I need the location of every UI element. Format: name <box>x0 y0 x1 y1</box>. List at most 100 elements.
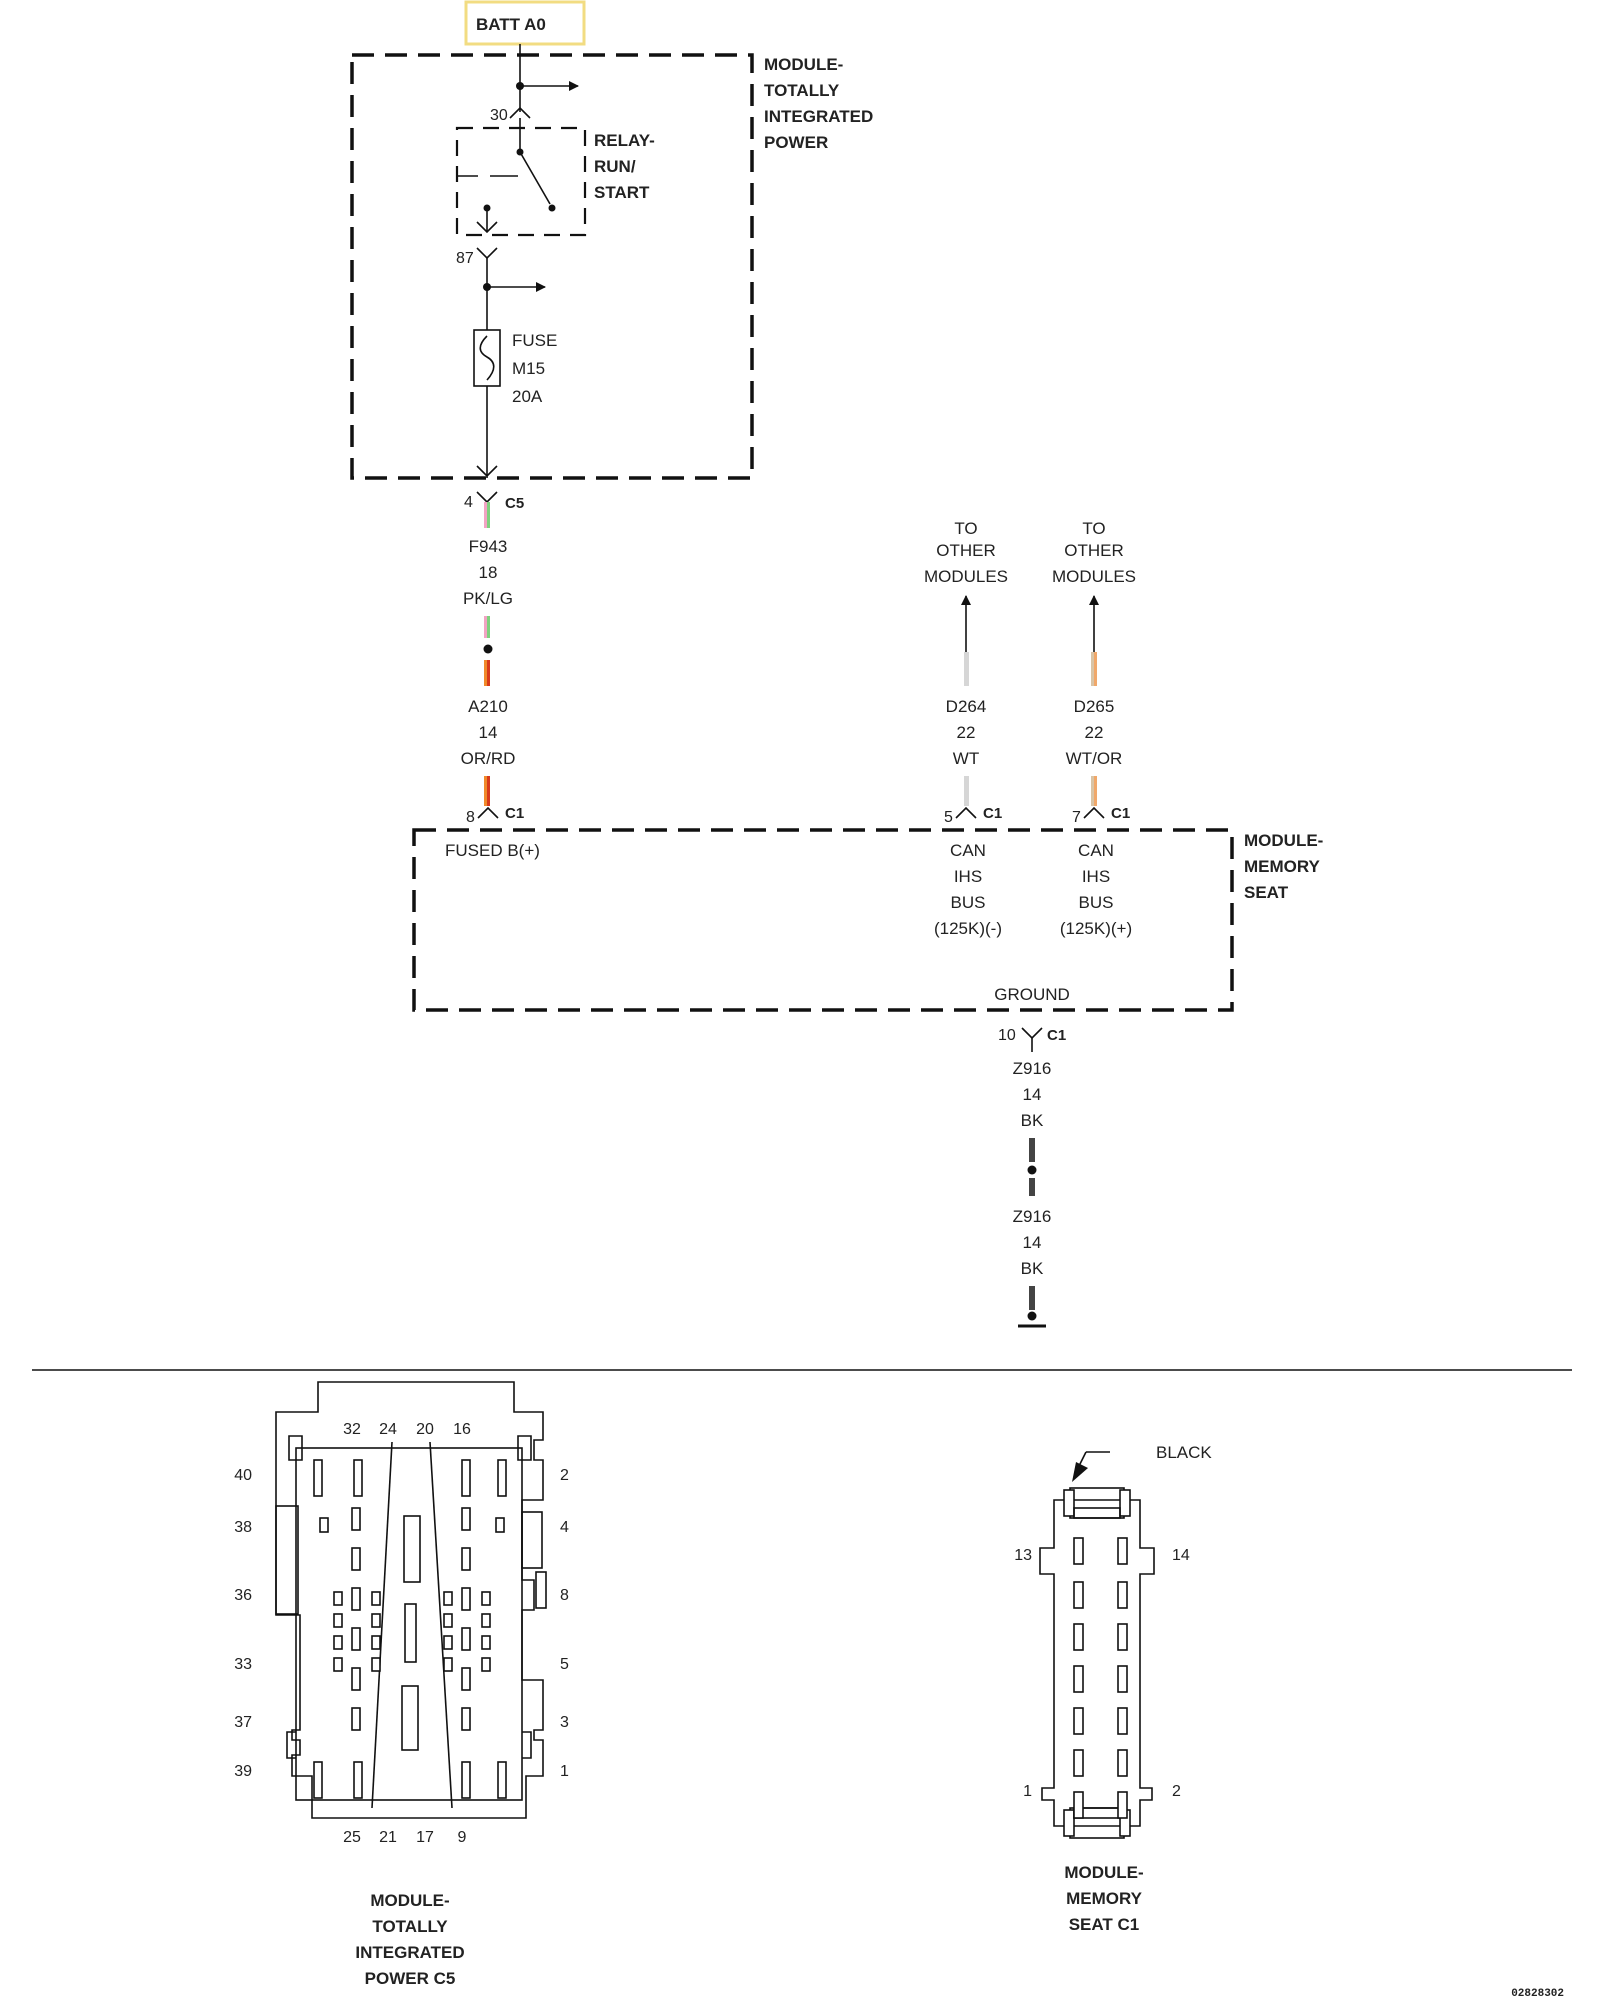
wire-z916-lower: Z916 14 BK <box>1013 1207 1052 1310</box>
wire-d264: D264 22 WT <box>946 652 986 806</box>
svg-text:OTHER: OTHER <box>936 541 996 560</box>
svg-text:20A: 20A <box>512 387 543 406</box>
svg-text:4: 4 <box>560 1519 569 1536</box>
connector-cavity <box>333 1635 343 1650</box>
arrow-pointer-icon <box>1072 1451 1110 1482</box>
svg-text:38: 38 <box>234 1519 252 1536</box>
connector-cavity <box>1073 1623 1084 1651</box>
connector-cavity <box>443 1657 453 1672</box>
svg-text:CAN: CAN <box>950 841 986 860</box>
svg-text:5: 5 <box>560 1656 569 1673</box>
connector-cavity <box>497 1761 507 1799</box>
tipm-title: MODULE- TOTALLY INTEGRATED POWER <box>764 55 873 152</box>
svg-text:PK/LG: PK/LG <box>463 589 513 608</box>
can-ihs-bus-plus-label: CAN IHS BUS (125K)(+) <box>1060 841 1132 938</box>
connector-cavity <box>461 1667 471 1691</box>
svg-text:33: 33 <box>234 1656 252 1673</box>
relay-pin-30: 30 <box>490 107 508 124</box>
svg-text:21: 21 <box>379 1829 397 1846</box>
connector-cavity <box>313 1761 323 1799</box>
ground-label: GROUND <box>994 985 1070 1004</box>
connector-cavity <box>461 1507 471 1531</box>
svg-text:9: 9 <box>458 1829 467 1846</box>
connector-cavity <box>371 1635 381 1650</box>
c1-pin-2: 2 <box>1172 1783 1181 1800</box>
connector-cavity <box>351 1507 361 1531</box>
c1-pin-14: 14 <box>1172 1547 1190 1564</box>
svg-text:START: START <box>594 183 650 202</box>
connector-cavity <box>1073 1665 1084 1693</box>
connector-cavity <box>351 1707 361 1731</box>
connector-cavity <box>1073 1749 1084 1777</box>
connector-cavity <box>461 1459 471 1497</box>
connector-cavity <box>461 1707 471 1731</box>
svg-text:BK: BK <box>1021 1111 1044 1130</box>
seat-c1-pin-5: 5 <box>944 809 953 826</box>
svg-text:MODULE-: MODULE- <box>1244 831 1323 850</box>
seat-c1-pin-10-name: C1 <box>1047 1027 1066 1044</box>
connector-cavity <box>1117 1791 1128 1819</box>
tipm-c5-caption: MODULE- TOTALLY INTEGRATED POWER C5 <box>355 1891 464 1988</box>
connector-cavity <box>481 1591 491 1606</box>
to-other-modules-left: TO OTHER MODULES <box>924 519 1008 586</box>
svg-text:14: 14 <box>1023 1233 1042 1252</box>
connector-cavity <box>333 1613 343 1628</box>
svg-text:Z916: Z916 <box>1013 1207 1052 1226</box>
wire-a210: A210 14 OR/RD <box>461 660 515 806</box>
fused-b-plus-label: FUSED B(+) <box>445 841 540 860</box>
connector-cavity <box>1117 1665 1128 1693</box>
connector-cavity <box>461 1587 471 1611</box>
svg-text:RELAY-: RELAY- <box>594 131 655 150</box>
svg-text:(125K)(+): (125K)(+) <box>1060 919 1132 938</box>
svg-text:MODULE-: MODULE- <box>1064 1863 1143 1882</box>
connector-cavity <box>497 1459 507 1497</box>
svg-text:IHS: IHS <box>1082 867 1110 886</box>
connector-cavity <box>1073 1537 1084 1565</box>
c1-pin-13: 13 <box>1014 1547 1032 1564</box>
tipm-module-box <box>350 53 754 480</box>
relay-switch-icon <box>458 118 556 234</box>
to-other-modules-right: TO OTHER MODULES <box>1052 519 1136 586</box>
seat-c1-pin-7-name: C1 <box>1111 805 1130 822</box>
svg-text:39: 39 <box>234 1763 252 1780</box>
seat-c1-pin-5-name: C1 <box>983 805 1002 822</box>
svg-text:32: 32 <box>343 1421 361 1438</box>
connector-cavity <box>313 1459 323 1497</box>
memory-seat-c1-connector-view <box>1039 1487 1155 1839</box>
connector-cavity <box>461 1547 471 1571</box>
svg-text:M15: M15 <box>512 359 545 378</box>
connector-cavity <box>443 1613 453 1628</box>
svg-text:22: 22 <box>1085 723 1104 742</box>
svg-text:8: 8 <box>560 1587 569 1604</box>
connector-cavity <box>443 1635 453 1650</box>
svg-text:MEMORY: MEMORY <box>1244 857 1321 876</box>
svg-text:MODULES: MODULES <box>924 567 1008 586</box>
svg-text:A210: A210 <box>468 697 508 716</box>
svg-text:CAN: CAN <box>1078 841 1114 860</box>
connector-cavity <box>1117 1581 1128 1609</box>
connector-cavity <box>351 1667 361 1691</box>
svg-text:3: 3 <box>560 1714 569 1731</box>
svg-text:WT/OR: WT/OR <box>1066 749 1123 768</box>
fuse-label: FUSE M15 20A <box>512 331 557 406</box>
svg-text:22: 22 <box>957 723 976 742</box>
figure-code: 02828302 <box>1511 1988 1564 2000</box>
relay-pin-87: 87 <box>456 250 474 267</box>
svg-text:OTHER: OTHER <box>1064 541 1124 560</box>
connector-cavity <box>1117 1707 1128 1735</box>
splice-dot <box>1027 1165 1037 1175</box>
svg-text:2: 2 <box>560 1467 569 1484</box>
connector-cavity <box>481 1657 491 1672</box>
connector-cavity <box>371 1657 381 1672</box>
connector-cavity <box>353 1761 363 1799</box>
svg-text:WT: WT <box>953 749 979 768</box>
batt-a0-label: BATT A0 <box>476 15 546 34</box>
svg-text:18: 18 <box>479 563 498 582</box>
svg-text:17: 17 <box>416 1829 434 1846</box>
connector-cavity <box>461 1627 471 1651</box>
memory-seat-title: MODULE- MEMORY SEAT <box>1244 831 1323 902</box>
connector-cavity <box>1117 1537 1128 1565</box>
splice-dot <box>483 644 493 654</box>
svg-text:20: 20 <box>416 1421 434 1438</box>
